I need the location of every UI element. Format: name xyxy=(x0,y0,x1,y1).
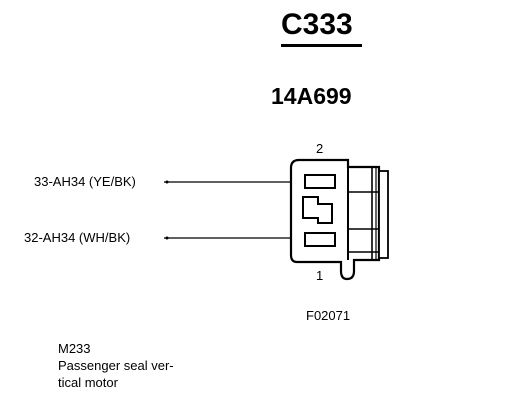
pin-1-number: 1 xyxy=(316,268,324,283)
wire-1-leader-dot xyxy=(165,180,169,184)
connector-id-underline xyxy=(281,44,362,47)
part-number: 14A699 xyxy=(271,83,352,109)
pin-1-cavity xyxy=(304,232,336,247)
wire-2-leader-dot xyxy=(165,236,169,240)
connector-id-title: C333 xyxy=(281,8,353,41)
pin-2-number: 2 xyxy=(316,141,324,156)
wire-label-32-ah34: 32-AH34 (WH/BK) xyxy=(24,230,131,245)
component-code: M233 xyxy=(58,341,91,356)
component-caption: M233 Passenger seal ver- tical motor xyxy=(58,340,228,391)
component-description-line-2: tical motor xyxy=(58,375,118,390)
component-description-line-1: Passenger seal ver- xyxy=(58,358,174,373)
connector-body xyxy=(289,158,381,281)
pin-2-cavity xyxy=(304,174,336,189)
wire-label-33-ah34: 33-AH34 (YE/BK) xyxy=(34,174,136,189)
figure-code: F02071 xyxy=(306,308,351,323)
connector-key xyxy=(302,196,333,224)
connector-back-cap xyxy=(378,170,389,259)
